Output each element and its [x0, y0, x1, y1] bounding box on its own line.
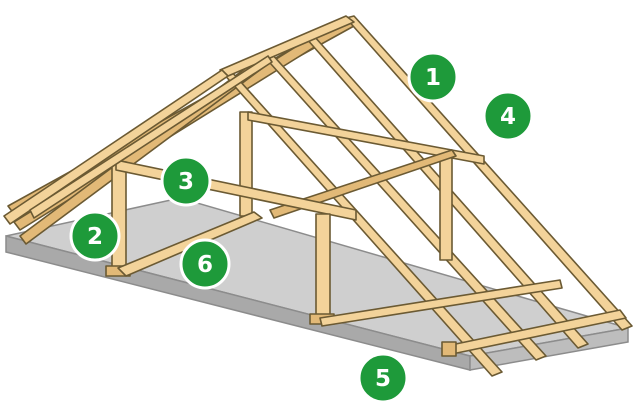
callout-label-4: 4 [500, 104, 516, 130]
callout-label-3: 3 [178, 169, 194, 195]
callout-badge-4: 4 [482, 90, 534, 142]
callout-badge-2: 2 [69, 210, 121, 262]
floor-sill-beam-right [319, 279, 563, 327]
callout-badge-6: 6 [179, 238, 231, 290]
callout-badge-5: 5 [357, 352, 409, 404]
rear-post-right [439, 149, 453, 261]
rear-post-left [239, 111, 253, 217]
callout-badge-3: 3 [160, 155, 212, 207]
wall-plate-end [441, 341, 457, 357]
knee-wall-post-middle [315, 213, 331, 321]
callout-label-2: 2 [87, 224, 103, 250]
callout-label-6: 6 [197, 252, 213, 278]
knee-wall-post-front [111, 161, 127, 275]
callout-badge-1: 1 [407, 51, 459, 103]
callout-label-1: 1 [425, 65, 441, 91]
rafter-left-front-2 [29, 55, 273, 219]
collar-beam-rear [247, 111, 485, 165]
callout-label-5: 5 [375, 366, 391, 392]
rafter-left-front [3, 69, 229, 225]
